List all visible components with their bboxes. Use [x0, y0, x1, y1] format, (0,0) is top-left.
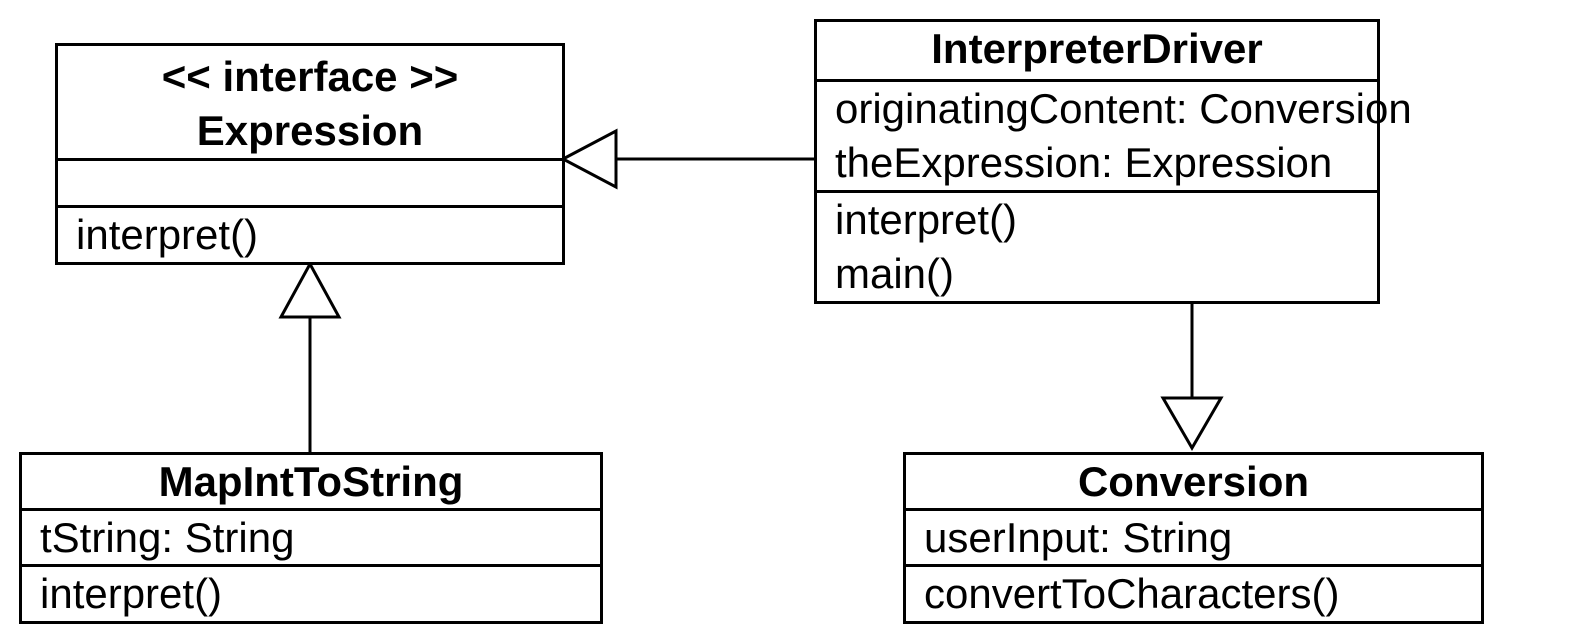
attribute-item: theExpression: Expression — [835, 139, 1333, 186]
attributes-compartment: userInput: String — [906, 508, 1481, 564]
class-name: Conversion — [1077, 458, 1310, 505]
class-interpreterdriver-header: InterpreterDriver — [817, 22, 1377, 79]
class-name: Expression — [196, 107, 424, 154]
generalization-arrowhead-expression-right — [559, 128, 618, 190]
method-item: interpret() — [835, 196, 1018, 243]
method-item: interpret() — [76, 211, 259, 258]
class-name: InterpreterDriver — [931, 25, 1263, 72]
class-mapinttostring-header: MapIntToString — [22, 455, 600, 508]
methods-compartment: interpret() — [58, 205, 562, 262]
method-item: interpret() — [40, 570, 223, 617]
attribute-item: originatingContent: Conversion — [835, 85, 1412, 132]
method-item: main() — [835, 250, 955, 297]
class-interpreterdriver[interactable]: InterpreterDriver originatingContent: Co… — [814, 19, 1412, 304]
methods-compartment: interpret() — [22, 564, 600, 621]
class-expression-header: << interface >> Expression — [58, 46, 562, 158]
stereotype-label: << interface >> — [161, 53, 459, 100]
generalization-arrowhead-conversion-top — [1160, 396, 1224, 451]
class-conversion[interactable]: Conversion userInput: String convertToCh… — [903, 452, 1484, 624]
class-mapinttostring[interactable]: MapIntToString tString: String interpret… — [19, 452, 603, 624]
attributes-compartment — [58, 158, 562, 205]
generalization-arrowhead-expression-bottom — [278, 260, 342, 319]
method-item: convertToCharacters() — [924, 570, 1340, 617]
attributes-compartment: originatingContent: Conversion theExpres… — [817, 79, 1412, 190]
attribute-item: tString: String — [40, 514, 295, 561]
class-name: MapIntToString — [158, 458, 464, 505]
attributes-compartment: tString: String — [22, 508, 600, 564]
methods-compartment: convertToCharacters() — [906, 564, 1481, 621]
class-conversion-header: Conversion — [906, 455, 1481, 508]
class-expression[interactable]: << interface >> Expression interpret() — [55, 43, 565, 265]
methods-compartment: interpret() main() — [817, 190, 1377, 301]
attribute-item: userInput: String — [924, 514, 1233, 561]
